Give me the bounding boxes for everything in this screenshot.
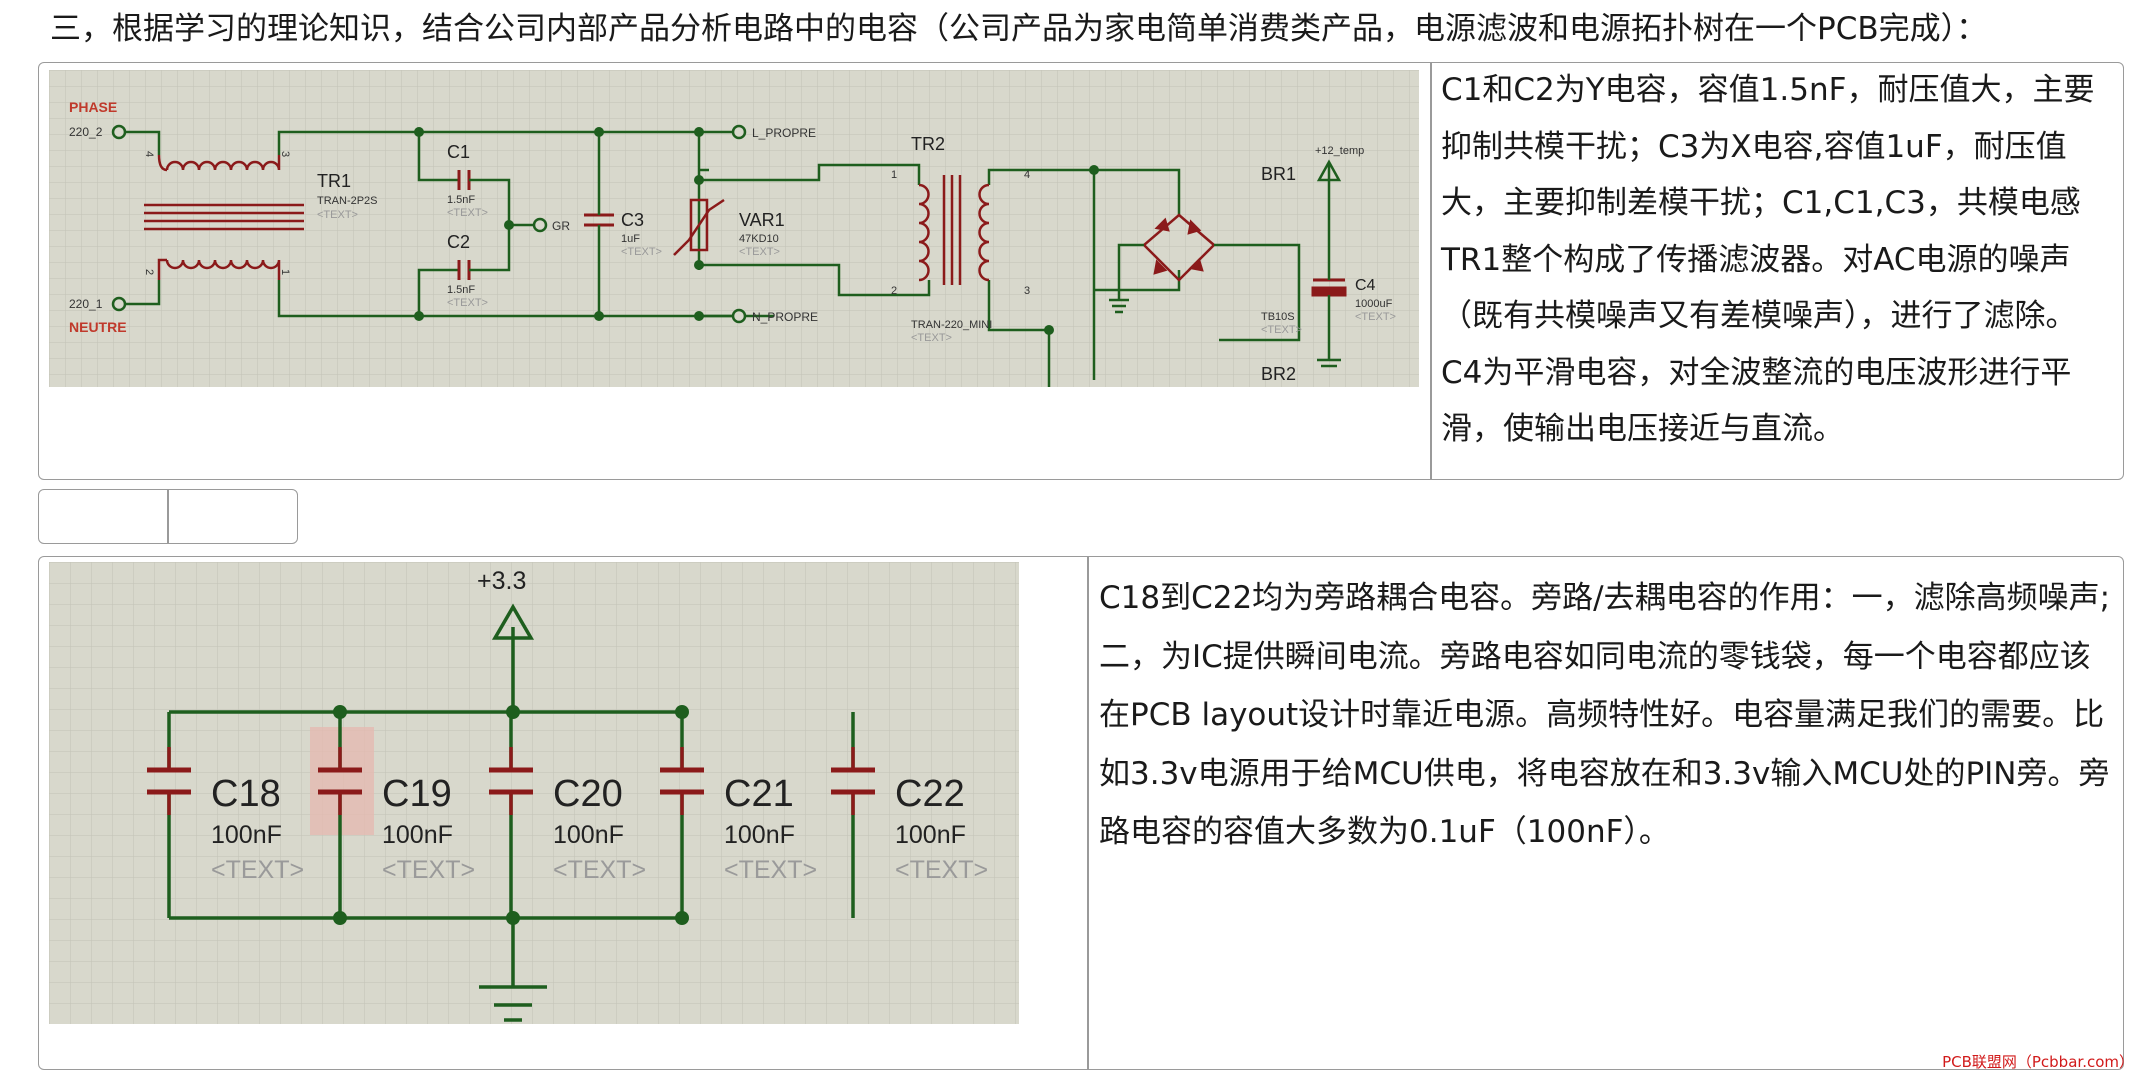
c21-name: C21: [724, 773, 794, 815]
empty-table: [38, 489, 298, 544]
c18-value: 100nF: [211, 821, 282, 849]
label-tr1-value: TRAN-2P2S: [317, 195, 378, 207]
c22-value: 100nF: [895, 821, 966, 849]
c20-value: 100nF: [553, 821, 624, 849]
label-tr2-text: <TEXT>: [911, 332, 952, 344]
label-c4-text: <TEXT>: [1355, 311, 1396, 323]
label-var1: VAR1: [739, 210, 785, 230]
label-pin1: 1: [891, 169, 897, 181]
label-port-neutre: 220_1: [69, 297, 103, 311]
column-divider: [1430, 63, 1432, 479]
power-filter-schematic: PHASE NEUTRE 220_2 220_1 TR1 TRAN-2P2S <…: [49, 70, 1419, 387]
label-br1-value: TB10S: [1261, 311, 1295, 323]
label-c3: C3: [621, 210, 644, 230]
label-tr1: TR1: [317, 171, 351, 191]
label-c2-value: 1.5nF: [447, 284, 475, 296]
label-c1: C1: [447, 142, 470, 162]
label-c4: C4: [1355, 277, 1376, 294]
c21-value: 100nF: [724, 821, 795, 849]
bypass-description: C18到C22均为旁路耦合电容。旁路/去耦电容的作用：一，滤除高频噪声;二，为I…: [1099, 580, 2111, 850]
c19-text: <TEXT>: [382, 856, 475, 884]
table-power-filter: PHASE NEUTRE 220_2 220_1 TR1 TRAN-2P2S <…: [38, 62, 2124, 480]
label-phase: PHASE: [69, 99, 117, 115]
label-br1: BR1: [1261, 164, 1296, 184]
label-var1-value: 47KD10: [739, 233, 779, 245]
junction-bottom-3: [675, 911, 689, 925]
c20-text: <TEXT>: [553, 856, 646, 884]
label-pin2: 2: [891, 285, 897, 297]
label-port-phase: 220_2: [69, 125, 103, 139]
label-neutre: NEUTRE: [69, 319, 127, 335]
label-gr: GR: [552, 219, 570, 233]
label-l-propre: L_PROPRE: [752, 126, 816, 140]
junction-bottom-1: [333, 911, 347, 925]
label-c4-value: 1000uF: [1355, 298, 1393, 310]
c22-name: C22: [895, 773, 965, 815]
label-tr1-pin4: 4: [143, 151, 155, 157]
c19-value: 100nF: [382, 821, 453, 849]
label-plus12: +12_temp: [1315, 145, 1364, 157]
label-tr1-pin3: 3: [279, 151, 291, 157]
supply-label: +3.3: [477, 567, 526, 595]
watermark: PCB联盟网（Pcbbar.com）: [1942, 1053, 2134, 1071]
label-tr2: TR2: [911, 134, 945, 154]
label-c3-value: 1uF: [621, 233, 640, 245]
c19-name: C19: [382, 773, 452, 815]
label-c2: C2: [447, 232, 470, 252]
label-c2-text: <TEXT>: [447, 297, 488, 309]
junction-top-2: [506, 705, 520, 719]
c18-text: <TEXT>: [211, 856, 304, 884]
c21-text: <TEXT>: [724, 856, 817, 884]
label-var1-text: <TEXT>: [739, 246, 780, 258]
page-heading: 三，根据学习的理论知识，结合公司内部产品分析电路中的电容（公司产品为家电简单消费…: [50, 11, 1988, 47]
label-tr1-pin1: 1: [279, 269, 291, 275]
junction-top-3: [675, 705, 689, 719]
label-br1-text: <TEXT>: [1261, 324, 1302, 336]
label-c3-text: <TEXT>: [621, 246, 662, 258]
junction-top-1: [333, 705, 347, 719]
label-c1-value: 1.5nF: [447, 194, 475, 206]
label-tr1-pin2: 2: [143, 269, 155, 275]
label-tr2-value: TRAN-220_MINI: [911, 319, 992, 331]
label-br2: BR2: [1261, 364, 1296, 384]
table-bypass-caps: +3.3 C18 100nF <TEXT> C19 100nF <TEXT> C20 100n…: [38, 556, 2124, 1070]
c18-name: C18: [211, 773, 281, 815]
power-filter-description: C1和C2为Y电容，容值1.5nF，耐压值大，主要抑制共模干扰；C3为X电容,容…: [1441, 72, 2095, 447]
label-pin3: 3: [1024, 285, 1030, 297]
label-c1-text: <TEXT>: [447, 207, 488, 219]
column-divider-2: [1087, 557, 1089, 1069]
label-n-propre: N_PROPRE: [752, 310, 818, 324]
junction-bottom-2: [506, 911, 520, 925]
label-pin4: 4: [1024, 169, 1030, 181]
c20-name: C20: [553, 773, 623, 815]
c22-text: <TEXT>: [895, 856, 988, 884]
empty-table-divider: [167, 490, 169, 543]
highlight-c19: [310, 727, 374, 835]
label-tr1-text: <TEXT>: [317, 209, 358, 221]
bypass-cap-schematic: +3.3 C18 100nF <TEXT> C19 100nF <TEXT> C20 100n…: [49, 562, 1019, 1024]
